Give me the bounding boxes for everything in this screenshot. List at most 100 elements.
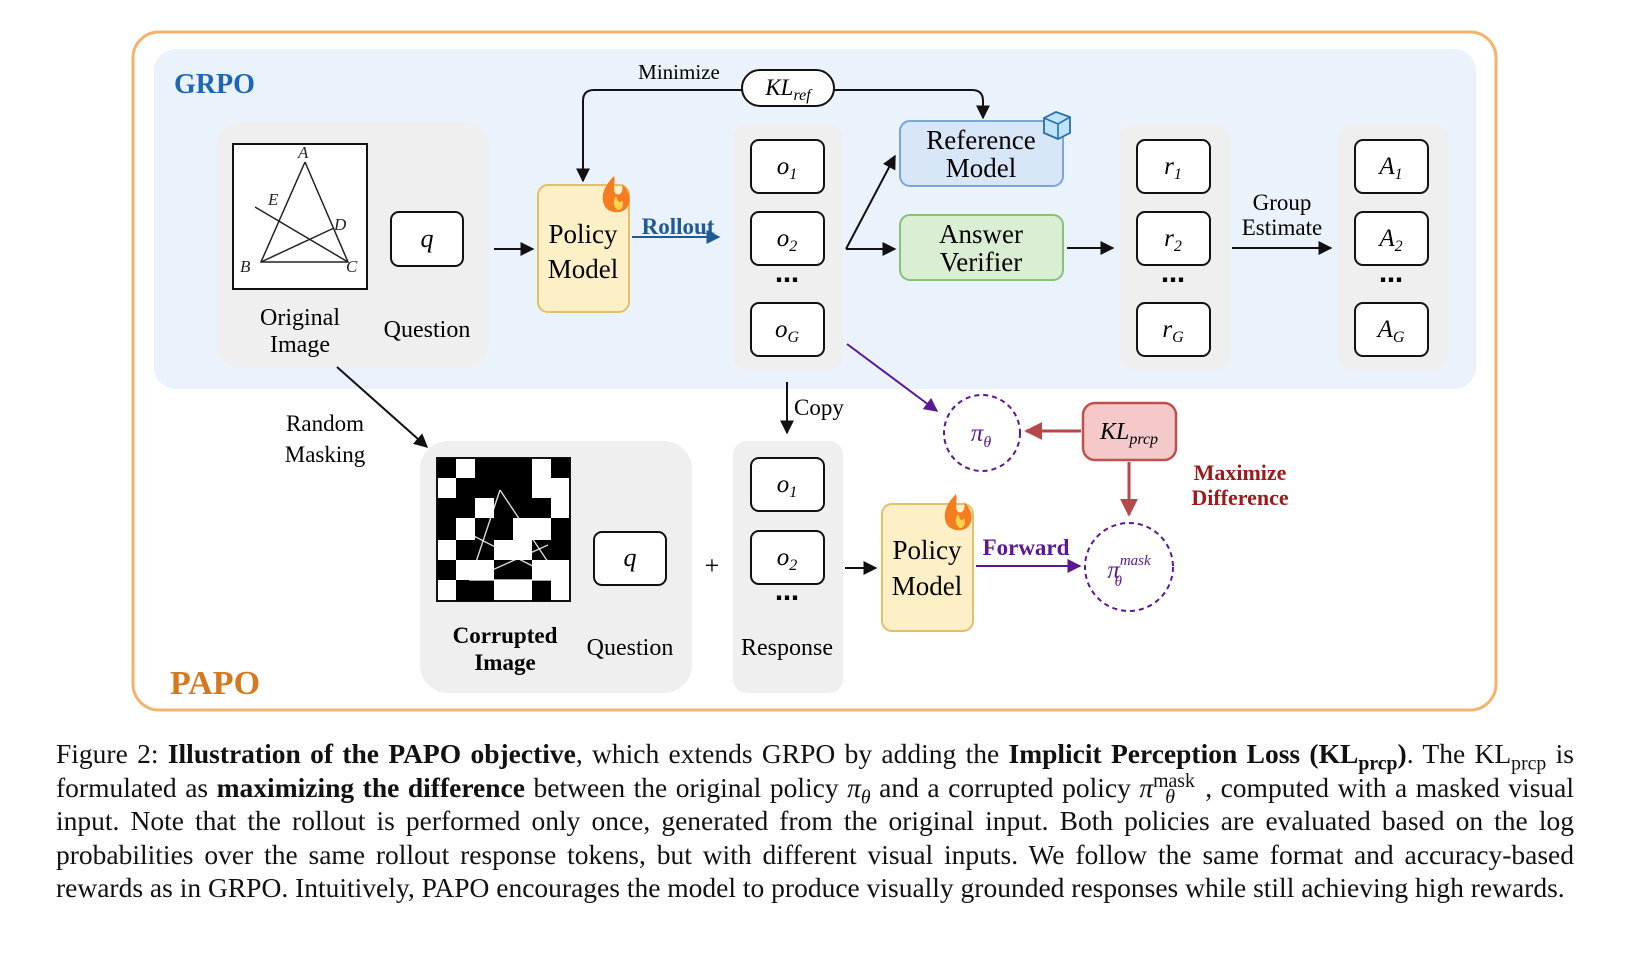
original-image: A E D B C (232, 143, 368, 290)
arrow-to-reference-model (845, 154, 896, 250)
pi-theta-label: πθ (971, 420, 992, 451)
arrow-output-to-pi-theta (846, 343, 939, 412)
minimize-arrow-to-policy (576, 89, 742, 183)
policy-model-top-label-1: Policy (548, 219, 618, 249)
maximize-difference-label-1: Maximize (1194, 460, 1287, 485)
caption-pi-mask-sup: mask (1153, 769, 1195, 792)
caption-pi-mask-sub: θ (1165, 786, 1175, 808)
point-label-c: C (346, 257, 358, 276)
grpo-label: GRPO (174, 69, 255, 100)
kl-ref-label: KLref (764, 75, 813, 104)
question-box-bottom (593, 531, 667, 586)
svg-text:A1: A1 (1377, 153, 1402, 183)
corrupted-image-label-2: Image (474, 650, 535, 675)
svg-text:A2: A2 (1377, 225, 1402, 255)
svg-text:o2: o2 (777, 225, 798, 255)
svg-text:o2: o2 (777, 544, 798, 574)
reference-model-label-2: Model (946, 153, 1017, 183)
papo-label: PAPO (170, 665, 260, 702)
answer-verifier-label-1: Answer (939, 219, 1023, 249)
question-box (390, 211, 464, 267)
corrupted-image (436, 457, 571, 602)
caption-part-2: . The KL (1406, 738, 1512, 769)
rollout-label: Rollout (642, 214, 715, 239)
random-masking-label-2: Masking (285, 442, 366, 467)
reward-ellipsis: ⋯ (1161, 266, 1185, 294)
forward-label: Forward (983, 535, 1070, 560)
caption-part-5: and a corrupted policy (870, 771, 1140, 803)
original-image-label-line1: Original (260, 305, 340, 331)
output-ellipsis: ⋯ (775, 266, 799, 294)
advantage-box-g: AG (1354, 302, 1429, 357)
policy-model-top-label-2: Model (548, 254, 619, 284)
kl-prcp-box (1081, 401, 1178, 462)
caption-part-3: is formulated as (56, 738, 1574, 803)
question-symbol-bottom: q (624, 543, 637, 572)
svg-text:o1: o1 (777, 471, 798, 501)
svg-text:AG: AG (1376, 316, 1405, 346)
kl-ref-box (741, 69, 835, 107)
answer-verifier (899, 214, 1064, 281)
flame-icon (602, 176, 630, 213)
response-box-1: o1 (750, 457, 825, 512)
point-label-d: D (333, 215, 347, 234)
pi-theta-node (943, 394, 1021, 472)
advantage-box-2: A2 (1354, 211, 1429, 266)
answer-verifier-label-2: Verifier (940, 247, 1022, 277)
caption-figure-label: Figure 2: (56, 738, 159, 769)
output-box-2: o2 (750, 211, 825, 266)
kl-prcp-label: KLprcp (1099, 419, 1158, 448)
question-label-bottom: Question (587, 635, 674, 661)
output-box-1: o1 (750, 139, 825, 194)
svg-text:oG: oG (775, 316, 800, 346)
minimize-arrow-to-reference (833, 89, 990, 120)
figure-caption: Figure 2: Illustration of the PAPO objec… (56, 737, 1574, 905)
papo-diagram: GRPO PAPO A E D B C Original Image q Que… (131, 30, 1498, 712)
caption-kl-sub: prcp (1511, 752, 1547, 775)
svg-text:o1: o1 (777, 153, 798, 183)
random-masking-arrow (336, 366, 429, 448)
reference-model (899, 120, 1064, 187)
advantage-box-1: A1 (1354, 139, 1429, 194)
caption-pi-sub: θ (860, 786, 871, 808)
caption-bold-max: maximizing the difference (216, 771, 525, 803)
pi-theta-mask-node (1084, 522, 1174, 612)
question-label: Question (384, 317, 471, 343)
original-image-label-line2: Image (270, 332, 330, 358)
caption-bold-loss: Implicit Perception Loss (KLprcp) (1008, 738, 1407, 775)
advantage-ellipsis: ⋯ (1379, 266, 1403, 294)
group-estimate-label-1: Group (1253, 190, 1312, 215)
corrupted-image-label-1: Corrupted (453, 623, 558, 648)
svg-text:r2: r2 (1164, 225, 1182, 255)
reward-box-2: r2 (1136, 211, 1211, 266)
flame-icon-bottom (944, 494, 972, 531)
point-label-a: A (297, 143, 309, 162)
response-label: Response (741, 635, 833, 661)
caption-part-1: , which extends GRPO by adding the (575, 738, 1009, 769)
minimize-label: Minimize (638, 60, 720, 84)
caption-pi: π (847, 771, 861, 803)
caption-bold-title: Illustration of the PAPO objective (167, 738, 576, 769)
reward-box-1: r1 (1136, 139, 1211, 194)
policy-model-top (537, 184, 630, 313)
response-box-2: o2 (750, 530, 825, 585)
caption-part-4: between the original policy (524, 771, 848, 803)
svg-text:r1: r1 (1164, 153, 1182, 183)
ice-cube-icon (1043, 111, 1071, 140)
copy-label: Copy (794, 395, 844, 420)
caption-pi-mask: π (1139, 771, 1154, 803)
svg-text:rG: rG (1162, 316, 1184, 346)
point-label-e: E (267, 190, 279, 209)
reward-box-g: rG (1136, 302, 1211, 357)
maximize-difference-label-2: Difference (1191, 485, 1289, 510)
reference-model-label-1: Reference (926, 125, 1035, 155)
question-symbol: q (421, 224, 434, 253)
policy-model-bottom-label-1: Policy (892, 535, 962, 565)
policy-model-bottom-label-2: Model (892, 571, 963, 601)
policy-model-bottom (881, 503, 974, 632)
point-label-b: B (240, 257, 251, 276)
group-estimate-label-2: Estimate (1242, 215, 1322, 240)
output-box-g: oG (750, 302, 825, 357)
plus-sign: + (705, 551, 720, 580)
